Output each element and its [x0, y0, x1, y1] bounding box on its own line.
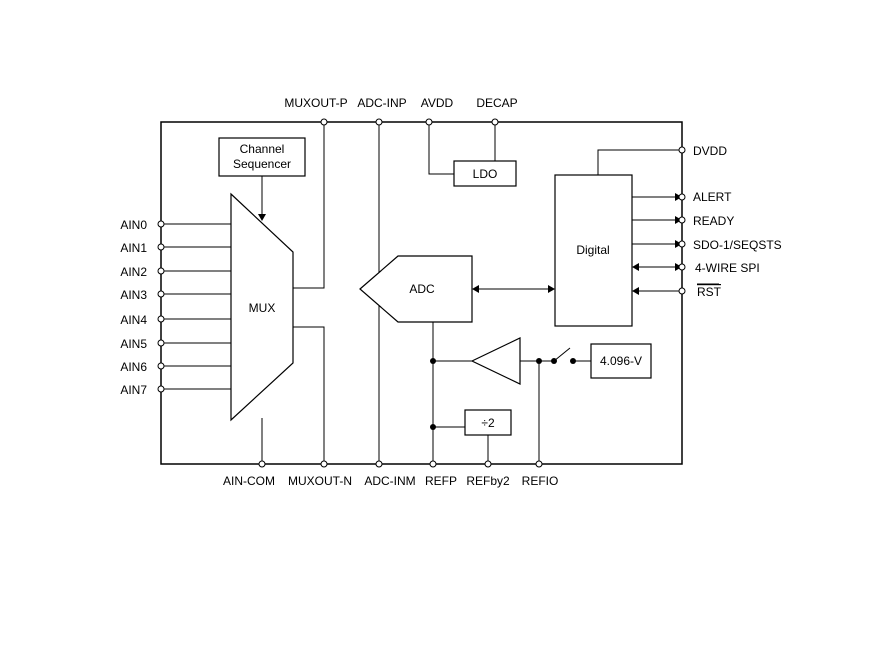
pin-label-alert: ALERT	[693, 190, 732, 204]
mux-label: MUX	[249, 301, 276, 315]
pin-label-ain3: AIN3	[120, 288, 147, 302]
pin-label-ain5: AIN5	[120, 337, 147, 351]
digital-block	[554, 174, 633, 327]
reference-switch	[553, 347, 571, 362]
pin-label-ain6: AIN6	[120, 360, 147, 374]
digital-label: Digital	[576, 243, 609, 257]
divider-label: ÷2	[481, 416, 495, 430]
reference-buffer	[470, 337, 521, 385]
pin-label-dvdd: DVDD	[693, 144, 727, 158]
adc-label: ADC	[409, 282, 435, 296]
pin-label-adc-inp: ADC-INP	[357, 96, 406, 110]
pin-label-ain7: AIN7	[120, 383, 147, 397]
pin-label-ain-com: AIN-COM	[223, 474, 275, 488]
pin-label-muxout-p: MUXOUT-P	[284, 96, 347, 110]
reference-label: 4.096-V	[600, 354, 642, 368]
ldo-block	[453, 160, 517, 187]
pin-label-4wire-spi: 4-WIRE SPI	[695, 261, 760, 275]
ldo-label: LDO	[473, 167, 498, 181]
pin-label-ain1: AIN1	[120, 241, 147, 255]
pin-label-sdo: SDO-1/SEQSTS	[693, 238, 782, 252]
pin-label-ain2: AIN2	[120, 265, 147, 279]
pin-label-muxout-n: MUXOUT-N	[288, 474, 352, 488]
mux-block	[230, 192, 294, 422]
pin-label-ain4: AIN4	[120, 313, 147, 327]
channel-sequencer-label-2: Sequencer	[233, 157, 291, 171]
reference-block	[590, 343, 652, 379]
pin-markers	[157, 118, 686, 468]
pin-label-refio: REFIO	[522, 474, 559, 488]
pin-label-avdd: AVDD	[421, 96, 454, 110]
channel-sequencer-label-1: Channel	[240, 142, 285, 156]
pin-label-decap: DECAP	[476, 96, 517, 110]
ain-input-lines	[161, 223, 231, 390]
pin-label-rst: RST	[697, 285, 722, 299]
pin-label-adc-inm: ADC-INM	[364, 474, 415, 488]
pin-label-ready: READY	[693, 214, 734, 228]
pin-label-ain0: AIN0	[120, 218, 147, 232]
pin-label-refby2: REFby2	[466, 474, 510, 488]
pin-label-refp: REFP	[425, 474, 457, 488]
